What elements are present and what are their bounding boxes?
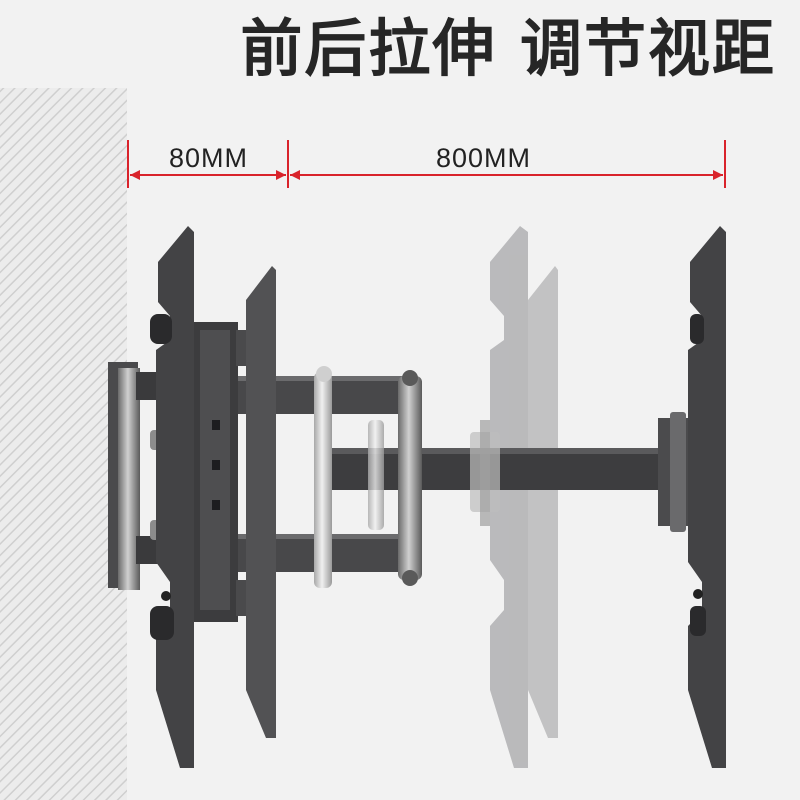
ghost-panel-back	[490, 226, 558, 768]
retracted-panel-rear	[246, 266, 276, 738]
extended-arm	[330, 412, 690, 532]
dimension-lines	[127, 140, 726, 188]
retracted-panel	[150, 226, 194, 768]
carriage	[190, 322, 264, 622]
dimension-label-extension: 800MM	[436, 143, 532, 173]
wall	[0, 88, 127, 800]
extended-panel	[688, 226, 726, 768]
dimension-label-depth: 80MM	[169, 143, 249, 173]
page-title: 前后拉伸 调节视距	[240, 12, 776, 85]
